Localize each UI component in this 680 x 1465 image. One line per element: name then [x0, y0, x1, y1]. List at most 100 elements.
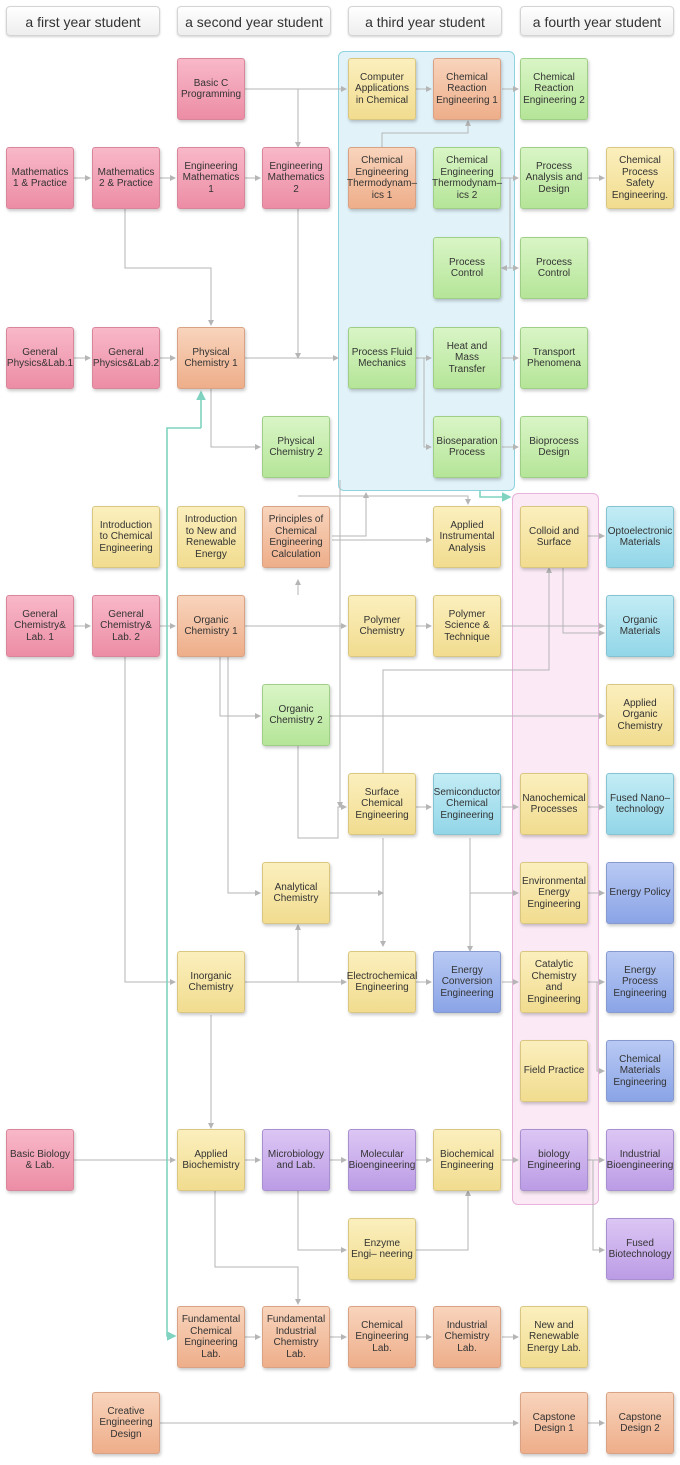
connector [423, 358, 432, 450]
course-ochem1: Organic Chemistry 1 [177, 595, 245, 657]
course-pc3: Process Control [433, 237, 501, 299]
course-polysci: Polymer Science & Technique [433, 595, 501, 657]
course-ece: Energy Conversion Engineering [433, 951, 501, 1013]
course-phys1: General Physics&Lab.1 [6, 327, 74, 389]
course-cap1: Capstone Design 1 [520, 1392, 588, 1454]
course-basic-c: Basic C Programming [177, 58, 245, 120]
course-label: Field Practice [523, 1065, 585, 1077]
course-label: Transport Phenomena [527, 346, 581, 370]
course-label: Biochemical Engineering [440, 1148, 494, 1172]
connector [562, 568, 605, 636]
connector [332, 492, 369, 537]
course-label: Chemical Process Safety Engineering. [611, 155, 669, 201]
course-label: Process Control [535, 256, 573, 280]
course-fused-nano: Fused Nano– technology [606, 773, 674, 835]
course-ind-bio: Industrial Bioengineering [606, 1129, 674, 1191]
course-micro: Microbiology and Lab. [262, 1129, 330, 1191]
course-pfm: Process Fluid Mechanics [348, 327, 416, 389]
course-inorg: Inorganic Chemistry [177, 951, 245, 1013]
course-aoc: Applied Organic Chemistry [606, 684, 674, 746]
course-principles: Principles of Chemical Engineering Calcu… [262, 506, 330, 568]
course-eee: Environmental Energy Engineering [520, 862, 588, 924]
course-anchem: Analytical Chemistry [262, 862, 330, 924]
course-sce: Surface Chemical Engineering [348, 773, 416, 835]
connector [381, 120, 471, 147]
course-label: General Physics&Lab.2 [92, 346, 160, 370]
course-label: Energy Policy [609, 887, 671, 899]
course-math1: Mathematics 1 & Practice [6, 147, 74, 209]
course-cme: Chemical Materials Engineering [606, 1040, 674, 1102]
highlight-connector [166, 427, 201, 1341]
course-label: Molecular Bioengineering [348, 1148, 416, 1172]
course-label: Nanochemical Processes [522, 792, 586, 816]
course-label: Engineering Mathematics 1 [182, 160, 240, 195]
course-label: Chemical Reaction Engineering 2 [523, 71, 585, 106]
course-label: Chemical Engineering Thermodynam–ics 2 [431, 155, 503, 201]
course-intro-che: Introduction to Chemical Engineering [92, 506, 160, 568]
course-label: Polymer Science & Technique [444, 608, 490, 643]
course-pc4: Process Control [520, 237, 588, 299]
course-ochem2: Organic Chemistry 2 [262, 684, 330, 746]
connector [214, 1191, 301, 1305]
course-label: Applied Biochemistry [182, 1148, 240, 1172]
course-catalytic: Catalytic Chemistry and Engineering [520, 951, 588, 1013]
connector [382, 567, 552, 773]
course-cel: Chemical Engineering Lab. [348, 1306, 416, 1368]
course-label: Principles of Chemical Engineering Calcu… [268, 514, 324, 560]
connector [416, 1190, 471, 1251]
course-label: Process Control [448, 256, 486, 280]
course-cre2: Chemical Reaction Engineering 2 [520, 58, 588, 120]
course-colloid: Colloid and Surface [520, 506, 588, 568]
course-label: Basic C Programming [180, 77, 242, 101]
course-enzyme: Enzyme Engi– neering [348, 1218, 416, 1280]
connector [501, 177, 511, 271]
course-bioproc: Bioprocess Design [520, 416, 588, 478]
course-label: Introduction to Chemical Engineering [99, 519, 153, 554]
course-label: Introduction to New and Renewable Energy [184, 514, 238, 560]
connector [219, 657, 261, 719]
connector [297, 746, 347, 839]
course-fused-bio: Fused Biotechnology [606, 1218, 674, 1280]
course-bio-eng: biology Engineering [520, 1129, 588, 1191]
year-header-1: a first year student [6, 6, 160, 36]
course-opto: Optoelectronic Materials [606, 506, 674, 568]
course-chem2: General Chemistry& Lab. 2 [92, 595, 160, 657]
course-label: Fundamental Chemical Engineering Lab. [181, 1314, 241, 1360]
course-label: Optoelectronic Materials [607, 525, 673, 549]
course-label: Physical Chemistry 1 [184, 346, 238, 370]
course-label: Catalytic Chemistry and Engineering [527, 959, 581, 1005]
connector [227, 657, 261, 896]
course-orgmat: Organic Materials [606, 595, 674, 657]
course-biology: Basic Biology & Lab. [6, 1129, 74, 1191]
course-label: Inorganic Chemistry [188, 970, 234, 994]
course-creative: Creative Engineering Design [92, 1392, 160, 1454]
course-label: Process Analysis and Design [525, 160, 583, 195]
course-label: Chemical Reaction Engineering 1 [436, 71, 498, 106]
course-label: Mathematics 2 & Practice [97, 166, 155, 190]
course-label: Industrial Chemistry Lab. [444, 1319, 490, 1354]
course-pchem1: Physical Chemistry 1 [177, 327, 245, 389]
course-label: Capstone Design 1 [532, 1411, 576, 1435]
course-phys2: General Physics&Lab.2 [92, 327, 160, 389]
course-label: Bioprocess Design [529, 435, 579, 459]
course-engmath2: Engineering Mathematics 2 [262, 147, 330, 209]
year-header-4: a fourth year student [520, 6, 674, 36]
course-cre1: Chemical Reaction Engineering 1 [433, 58, 501, 120]
connector [596, 982, 605, 1074]
course-label: General Chemistry& Lab. 2 [100, 608, 152, 643]
course-label: Capstone Design 2 [618, 1411, 662, 1435]
course-label: Colloid and Surface [528, 525, 580, 549]
course-label: Basic Biology & Lab. [9, 1148, 71, 1172]
course-nrel: New and Renewable Energy Lab. [520, 1306, 588, 1368]
course-label: Organic Chemistry 2 [269, 703, 323, 727]
course-label: Enzyme Engi– neering [351, 1237, 413, 1261]
course-label: Semiconductor Chemical Engineering [433, 786, 501, 821]
course-label: Heat and Mass Transfer [446, 340, 488, 375]
year-header-3: a third year student [348, 6, 502, 36]
course-label: Applied Instrumental Analysis [439, 519, 495, 554]
connector [124, 209, 214, 326]
course-label: General Chemistry& Lab. 1 [14, 608, 66, 643]
course-icl: Industrial Chemistry Lab. [433, 1306, 501, 1368]
course-label: Microbiology and Lab. [267, 1148, 325, 1172]
